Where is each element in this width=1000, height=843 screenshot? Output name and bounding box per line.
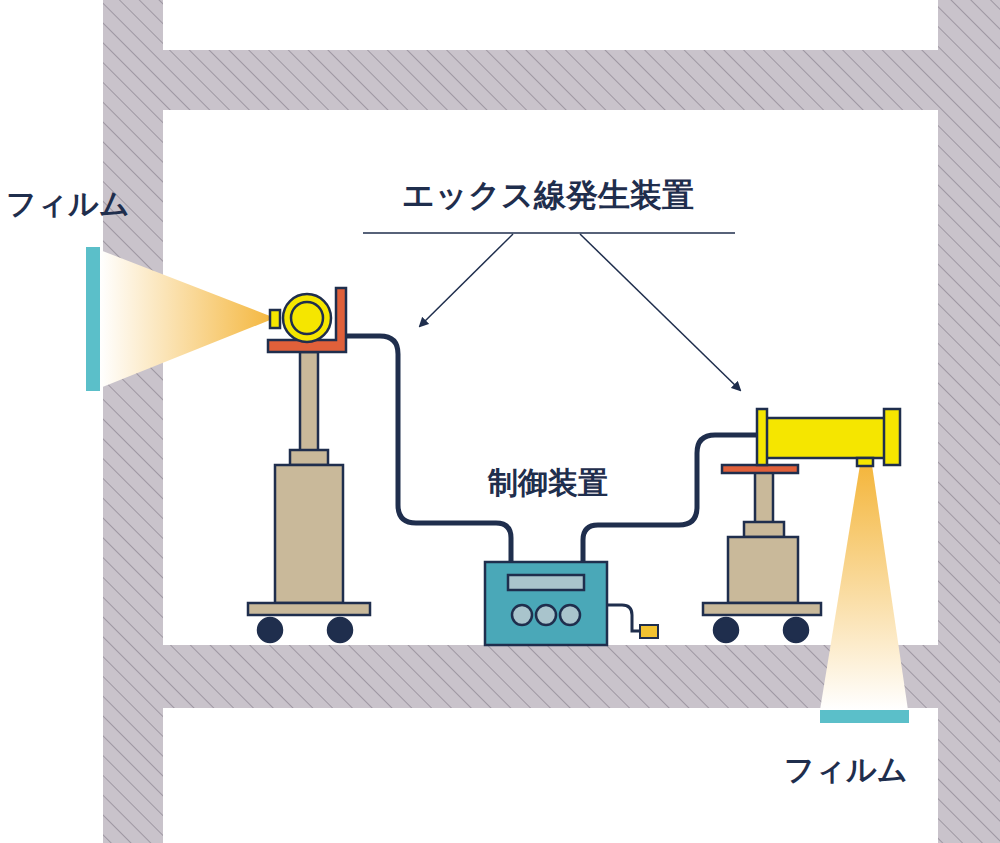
film-label: フィルム xyxy=(6,186,130,222)
plug xyxy=(640,625,658,638)
control-device xyxy=(485,562,607,645)
left-wall xyxy=(103,0,163,843)
right-wall xyxy=(938,0,1000,843)
xray-generator-left xyxy=(248,288,370,642)
device-label: エックス線発生装置 xyxy=(402,176,694,214)
xray-beam xyxy=(100,250,275,388)
film-label: フィルム xyxy=(784,752,908,788)
device-label: 制御装置 xyxy=(488,465,608,501)
floor xyxy=(163,645,938,708)
film xyxy=(86,247,100,391)
xray-generator-right xyxy=(703,409,900,642)
leader-arrow xyxy=(580,234,740,390)
ceiling xyxy=(163,50,938,110)
xray-beam xyxy=(820,465,908,710)
cable xyxy=(345,336,758,631)
film xyxy=(820,710,909,723)
leader-arrow xyxy=(420,234,513,326)
label-underline xyxy=(363,232,735,234)
